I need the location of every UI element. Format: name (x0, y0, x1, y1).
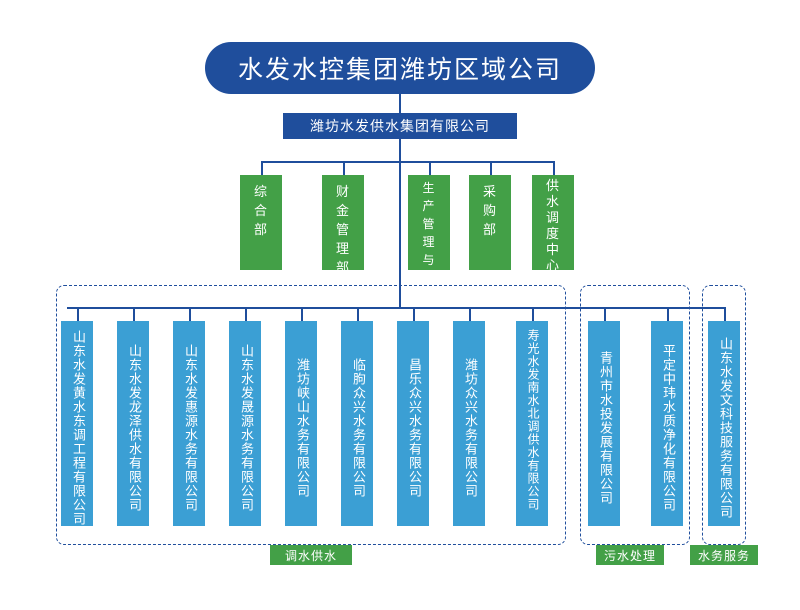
connector-sub-10 (667, 307, 669, 321)
department-char-1-3: 理 (335, 242, 350, 257)
department-char-4-1: 水 (545, 195, 560, 210)
department-char-1-0: 财 (335, 185, 350, 200)
department-char-3-1: 购 (482, 204, 497, 219)
department-char-0-0: 综 (253, 185, 268, 200)
subsidiary-box-0-8: 寿光水发南水北调供水有限公司(参股) (496, 321, 548, 526)
department-char-2-2: 管 (422, 217, 436, 231)
group-label-1: 污水处理 (596, 545, 664, 565)
subsidiary-box-2-0: 山东水发文科技服务有限公司 (708, 321, 740, 526)
department-char-2-5: 工 (422, 271, 436, 285)
department-char-0-1: 合 (253, 204, 268, 219)
department-char-4-3: 度 (545, 227, 560, 242)
department-char-1-1: 金 (335, 204, 350, 219)
connector-dept-4 (490, 161, 492, 175)
connector-dept-3 (429, 161, 431, 175)
department-char-4-0: 供 (545, 179, 560, 194)
department-box-4: 供 水 调 度 中 心 (532, 175, 574, 274)
subsidiary-box-1-1: 平定中玮水质净化有限公司 (651, 321, 683, 526)
department-bus-line (261, 161, 554, 163)
connector-sub-1 (133, 307, 135, 321)
subsidiary-bus-line (67, 307, 725, 309)
department-char-3-0: 采 (482, 185, 497, 200)
connector-dept-2 (343, 161, 345, 175)
connector-sub-7 (469, 307, 471, 321)
department-char-2-4: 与 (422, 253, 436, 267)
connector-sub-0 (77, 307, 79, 321)
department-char-2-3: 理 (422, 235, 436, 249)
department-char-2-1: 产 (422, 199, 436, 213)
department-char-2-6: 程 (422, 289, 436, 303)
level2-title-label: 潍坊水发供水集团有限公司 (310, 119, 490, 135)
level2-title-box: 潍坊水发供水集团有限公司 (283, 113, 517, 139)
department-box-3: 采 购 部 (469, 175, 511, 270)
connector-sub-4 (301, 307, 303, 321)
department-char-1-2: 管 (335, 223, 350, 238)
subsidiary-box-0-7: 潍坊众兴水务有限公司 (453, 321, 485, 526)
connector-root-to-level2 (399, 94, 401, 113)
department-char-2-0: 生 (422, 181, 436, 195)
root-title-label: 水发水控集团潍坊区域公司 (237, 55, 562, 84)
connector-sub-6 (413, 307, 415, 321)
connector-sub-2 (189, 307, 191, 321)
group-label-0: 调水供水 (270, 545, 352, 565)
connector-sub-8 (532, 307, 534, 321)
department-box-0: 综 合 部 (240, 175, 282, 270)
connector-sub-5 (357, 307, 359, 321)
department-char-4-5: 心 (545, 259, 560, 274)
subsidiary-box-1-0: 青州市水投发展有限公司 (588, 321, 620, 526)
department-char-3-2: 部 (482, 223, 497, 238)
group-label-2: 水务服务 (690, 545, 758, 565)
department-char-2-7: 部 (422, 307, 436, 321)
subsidiary-box-0-6: 昌乐众兴水务有限公司 (397, 321, 429, 526)
connector-level2-down (399, 139, 401, 162)
department-box-2: 生 产 管 理 与 工 程 部 (408, 175, 450, 321)
department-char-4-2: 调 (545, 211, 560, 226)
group-box-2 (702, 285, 746, 545)
group-box-1 (580, 285, 690, 545)
connector-main-spine (399, 161, 401, 309)
department-char-1-4: 部 (335, 261, 350, 276)
connector-sub-9 (604, 307, 606, 321)
subsidiary-box-0-5: 临朐众兴水务有限公司 (341, 321, 373, 526)
department-char-4-4: 中 (545, 243, 560, 258)
subsidiary-box-0-0: 山东水发黄水东调工程有限公司 (61, 321, 93, 526)
department-char-0-2: 部 (253, 223, 268, 238)
connector-sub-11 (724, 307, 726, 321)
subsidiary-box-0-1: 山东水发龙泽供水有限公司 (117, 321, 149, 526)
connector-dept-5 (553, 161, 555, 175)
connector-sub-3 (245, 307, 247, 321)
root-title-box: 水发水控集团潍坊区域公司 (205, 42, 595, 94)
subsidiary-box-0-2: 山东水发惠源水务有限公司 (173, 321, 205, 526)
group-box-0 (56, 285, 566, 545)
department-box-1: 财 金 管 理 部 (322, 175, 364, 276)
subsidiary-box-0-4: 潍坊峡山水务有限公司 (285, 321, 317, 526)
subsidiary-box-0-3: 山东水发晟源水务有限公司 (229, 321, 261, 526)
connector-dept-1 (261, 161, 263, 175)
